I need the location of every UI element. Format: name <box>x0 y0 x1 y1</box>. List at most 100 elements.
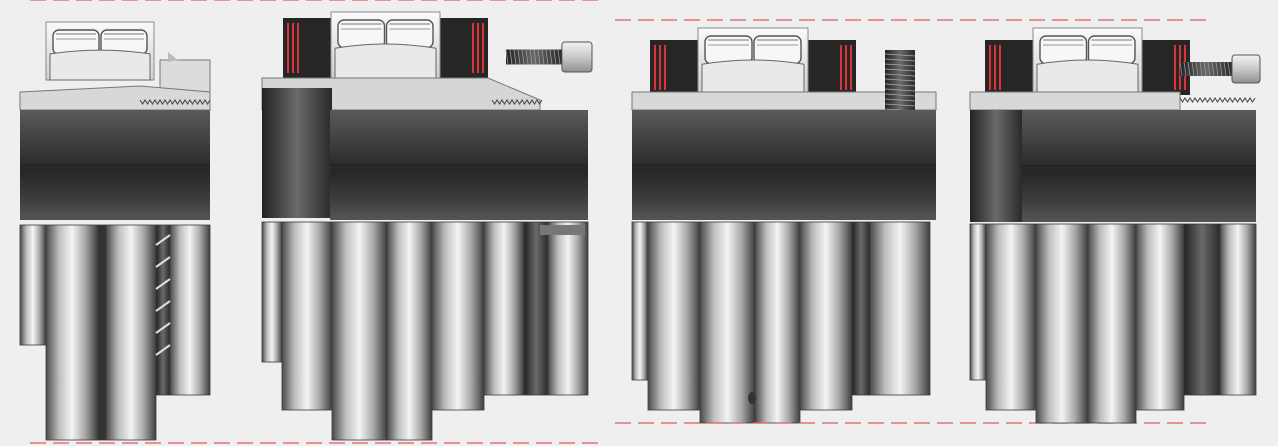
bearing-inner-ring <box>701 59 805 95</box>
ring-band <box>1035 223 1089 424</box>
panel-2 <box>261 11 593 441</box>
seal-housing <box>650 40 698 95</box>
bolt-thread <box>541 49 545 65</box>
ring-band <box>1183 223 1221 396</box>
seal-lip <box>477 23 479 73</box>
bolt-thread <box>525 49 529 65</box>
ring-band <box>523 221 549 396</box>
bolt-thread <box>537 49 541 65</box>
ring-band <box>281 221 333 411</box>
seal-lip <box>297 23 299 73</box>
ring-band <box>169 224 211 396</box>
seal-lip <box>659 45 661 90</box>
ring-band <box>699 221 756 424</box>
bolt-head <box>1231 54 1261 84</box>
ring-band <box>431 221 485 411</box>
bolt-head <box>561 41 593 73</box>
seal-housing <box>283 18 331 78</box>
bolt-thread <box>1199 61 1203 77</box>
bolt-thread <box>553 49 557 65</box>
bolt-thread <box>529 49 533 65</box>
bolt-thread <box>1211 61 1215 77</box>
ring-band <box>45 224 99 441</box>
withdrawal-sleeve-end <box>262 88 332 218</box>
bolt-thread <box>521 49 525 65</box>
adapter-sleeve-top <box>19 85 211 111</box>
seal-lip <box>287 23 289 73</box>
bolt-thread <box>533 49 537 65</box>
bolt-shank <box>1180 62 1232 76</box>
ring-band <box>105 224 157 441</box>
fitting-thread <box>884 93 916 97</box>
ring-band <box>386 221 433 441</box>
washer-tab <box>155 234 171 246</box>
ring-band <box>969 223 987 381</box>
fitting-thread <box>884 103 916 107</box>
ring-band <box>985 223 1037 411</box>
bolt-thread <box>1187 61 1191 77</box>
seal-lip <box>292 23 294 73</box>
ring-band <box>799 221 853 411</box>
fitting-thread <box>884 58 916 62</box>
bolt-shank <box>506 49 562 65</box>
seal-lip <box>999 45 1001 90</box>
thread-teeth <box>1179 97 1256 103</box>
fitting-thread <box>884 83 916 87</box>
bolt-thread <box>1227 61 1231 77</box>
panel-1 <box>19 21 211 441</box>
seal-lip <box>845 45 847 90</box>
bolt-thread <box>545 49 549 65</box>
bolt-thread <box>1179 61 1183 77</box>
ring-band <box>631 221 649 381</box>
bolt-thread <box>505 49 509 65</box>
bolt-thread <box>517 49 521 65</box>
seal-lip <box>994 45 996 90</box>
ring-band <box>331 221 388 441</box>
bolt-thread <box>549 49 553 65</box>
ring-band <box>869 221 931 396</box>
sleeve-top <box>969 91 1181 111</box>
bolt-thread <box>1203 61 1207 77</box>
bolt-thread <box>1195 61 1199 77</box>
fitting-thread <box>884 78 916 82</box>
fitting-thread <box>884 98 916 102</box>
nut-washer-tab <box>168 52 178 62</box>
seal-lip <box>850 45 852 90</box>
seal-lip <box>840 45 842 90</box>
bearing-inner-ring <box>334 43 437 79</box>
ring-band <box>1219 223 1257 396</box>
ring-band <box>1135 223 1185 411</box>
washer-tab <box>155 278 171 290</box>
ring-band <box>97 224 107 441</box>
fitting-thread <box>884 88 916 92</box>
fitting-thread <box>884 63 916 67</box>
ring-band <box>483 221 525 396</box>
ring-band <box>754 221 801 424</box>
panel-4 <box>969 27 1261 424</box>
oil-hole <box>748 392 756 404</box>
seal-lip <box>654 45 656 90</box>
ring-band <box>261 221 283 363</box>
nut-slot <box>540 225 585 235</box>
washer-tab <box>155 300 171 312</box>
ring-band <box>1087 223 1137 424</box>
thread-teeth <box>139 99 211 105</box>
bolt-thread <box>1215 61 1219 77</box>
fitting-thread <box>884 73 916 77</box>
seal-lip <box>472 23 474 73</box>
thread-teeth <box>491 99 543 105</box>
seal-lip <box>989 45 991 90</box>
ring-band <box>851 221 871 396</box>
fitting-thread <box>884 53 916 57</box>
seal-lip <box>664 45 666 90</box>
bolt-thread <box>1183 61 1187 77</box>
bearing-inner-ring <box>1036 59 1139 95</box>
washer-tab <box>155 322 171 334</box>
bolt-thread <box>1223 61 1227 77</box>
bolt-thread <box>1207 61 1211 77</box>
bolt-thread <box>1219 61 1223 77</box>
panel-3 <box>631 27 937 424</box>
bolt-thread <box>557 49 561 65</box>
